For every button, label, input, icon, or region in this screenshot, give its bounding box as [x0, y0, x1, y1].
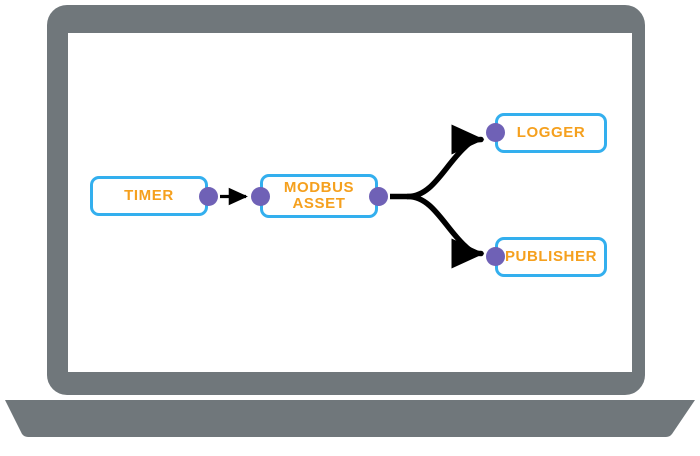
flow-node-timer[interactable]: TIMER — [90, 176, 208, 216]
wire-modbus-to-logger — [405, 124, 485, 200]
wire-modbus-to-publisher — [405, 193, 485, 269]
flow-node-logger-label: LOGGER — [516, 123, 586, 141]
port-publisher-input[interactable] — [486, 247, 505, 266]
flow-node-modbus-asset[interactable]: MODBUS ASSET — [260, 174, 378, 218]
flow-canvas[interactable]: TIMER MODBUS ASSET LOGGER PUBLISHER — [68, 33, 632, 372]
flow-node-modbus-asset-label: MODBUS ASSET — [283, 178, 355, 212]
port-modbus-output[interactable] — [369, 187, 388, 206]
wire-layer — [220, 124, 485, 269]
flow-node-publisher-label: PUBLISHER — [504, 247, 598, 265]
flow-node-logger[interactable]: LOGGER — [495, 113, 607, 153]
port-timer-output[interactable] — [199, 187, 218, 206]
laptop-base — [5, 400, 695, 437]
flow-node-publisher[interactable]: PUBLISHER — [495, 237, 607, 277]
port-logger-input[interactable] — [486, 123, 505, 142]
flow-node-timer-label: TIMER — [124, 186, 174, 204]
port-modbus-input[interactable] — [251, 187, 270, 206]
